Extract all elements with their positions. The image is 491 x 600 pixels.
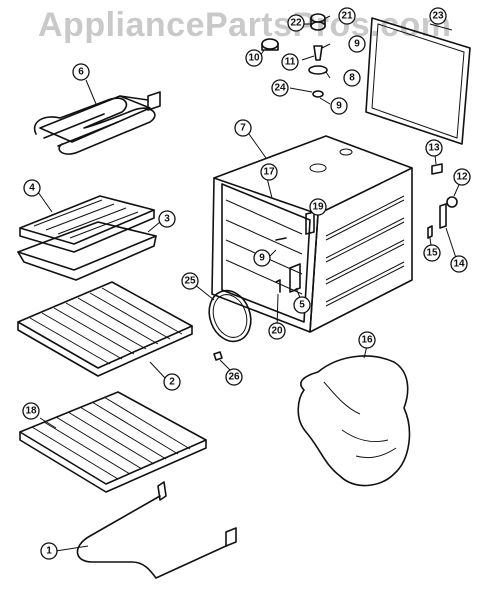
svg-text:15: 15 (426, 248, 438, 259)
svg-text:11: 11 (285, 57, 296, 68)
oven-cavity (211, 135, 413, 333)
svg-text:14: 14 (453, 259, 465, 270)
callout-22: 22 (287, 14, 305, 32)
callout-13: 13 (425, 139, 443, 157)
callout-26: 26 (225, 368, 243, 386)
callout-6: 6 (72, 63, 90, 81)
broil-pan (17, 221, 157, 281)
svg-text:6: 6 (78, 67, 84, 78)
callout-12: 12 (453, 168, 471, 186)
svg-text:22: 22 (290, 18, 302, 29)
callout-9-top: 9 (348, 35, 366, 53)
callout-10: 10 (245, 49, 263, 67)
svg-text:16: 16 (361, 335, 373, 346)
svg-text:9: 9 (259, 253, 265, 264)
callout-9-mid: 9 (330, 97, 348, 115)
screw-26 (213, 351, 223, 361)
light-socket-assembly (308, 13, 328, 98)
light-lens (261, 38, 279, 51)
round-cover (208, 289, 252, 343)
svg-text:24: 24 (274, 83, 286, 94)
callout-15: 15 (423, 244, 441, 262)
callout-14: 14 (450, 255, 468, 273)
cavity-brackets (275, 211, 315, 293)
callout-5: 5 (293, 296, 311, 314)
callout-9-bottom: 9 (253, 249, 271, 267)
callout-23: 23 (429, 7, 447, 25)
svg-text:12: 12 (456, 172, 468, 183)
svg-text:18: 18 (25, 406, 37, 417)
broil-element (33, 91, 161, 155)
callout-25: 25 (181, 272, 199, 290)
svg-text:13: 13 (428, 143, 440, 154)
oven-rack-lower (19, 391, 207, 493)
svg-text:21: 21 (341, 11, 353, 22)
svg-text:26: 26 (228, 372, 240, 383)
svg-text:3: 3 (164, 214, 170, 225)
svg-text:8: 8 (349, 73, 355, 84)
rear-panel (365, 17, 471, 145)
callout-8: 8 (343, 69, 361, 87)
callout-21: 21 (338, 7, 356, 25)
svg-text:19: 19 (312, 202, 324, 213)
insulation-blanket (297, 355, 411, 487)
callout-4: 4 (23, 179, 41, 197)
callout-7: 7 (234, 119, 252, 137)
oven-rack (17, 281, 193, 377)
svg-text:25: 25 (184, 276, 196, 287)
callout-16: 16 (358, 331, 376, 349)
svg-text:7: 7 (240, 123, 246, 134)
svg-text:9: 9 (354, 39, 360, 50)
callout-2: 2 (163, 373, 181, 391)
svg-text:1: 1 (46, 546, 52, 557)
svg-text:20: 20 (271, 326, 283, 337)
callout-19: 19 (309, 198, 327, 216)
callout-17: 17 (260, 163, 278, 181)
svg-text:2: 2 (169, 377, 175, 388)
callout-18: 18 (22, 402, 40, 420)
side-hardware (427, 163, 458, 239)
svg-text:5: 5 (299, 300, 305, 311)
callout-11: 11 (281, 53, 299, 71)
broil-pan-insert (19, 195, 155, 253)
svg-text:9: 9 (336, 101, 342, 112)
callout-20: 20 (268, 322, 286, 340)
leader-lines (37, 15, 463, 552)
callout-3: 3 (158, 210, 176, 228)
callout-24: 24 (271, 79, 289, 97)
svg-text:4: 4 (29, 183, 35, 194)
bake-element (76, 481, 237, 579)
svg-text:10: 10 (248, 53, 260, 64)
callout-1: 1 (40, 542, 58, 560)
svg-text:23: 23 (432, 11, 444, 22)
svg-text:17: 17 (263, 167, 275, 178)
